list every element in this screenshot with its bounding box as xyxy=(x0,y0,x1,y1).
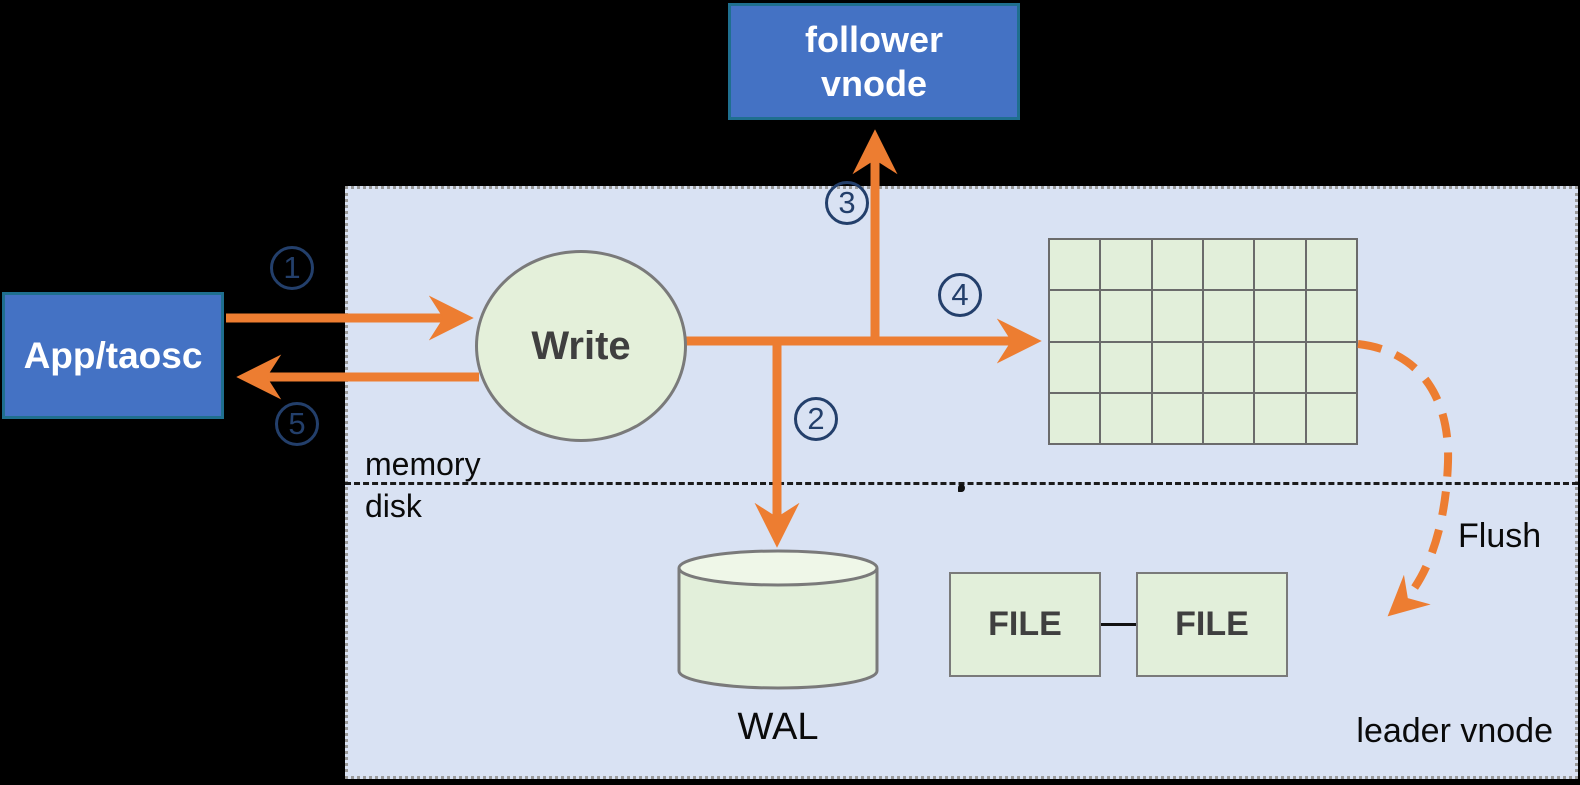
leader-vnode-label: leader vnode xyxy=(1356,712,1553,750)
memtable-grid-cell xyxy=(1255,291,1305,341)
memtable-grid-cell xyxy=(1101,393,1151,443)
step-badge-4: 4 xyxy=(938,273,982,317)
follower-vnode-label: follower vnode xyxy=(804,18,943,104)
memtable-grid-cell xyxy=(1203,342,1254,392)
memtable-grid-cell xyxy=(1050,342,1100,392)
disk-label: disk xyxy=(365,488,422,524)
write-circle: Write xyxy=(475,250,687,442)
file-box-2-label: FILE xyxy=(1175,605,1249,643)
memtable-grid-cell xyxy=(1152,342,1202,392)
step-badge-3: 3 xyxy=(825,181,869,225)
step-badge-2: 2 xyxy=(794,397,838,441)
wal-label: WAL xyxy=(737,706,819,748)
memtable-grid-cell xyxy=(1255,393,1305,443)
step-badge-5: 5 xyxy=(275,402,319,446)
memory-disk-divider xyxy=(345,482,1578,485)
file-box-1: FILE xyxy=(949,572,1101,677)
memtable-grid-cell xyxy=(1306,393,1356,443)
memtable-grid-cell xyxy=(1203,393,1254,443)
memtable-grid-cell xyxy=(1152,240,1202,290)
memtable-grid-cell xyxy=(1152,393,1202,443)
memtable-grid-cell xyxy=(1306,291,1356,341)
memtable-grid-cell xyxy=(1101,291,1151,341)
file-connector-line xyxy=(1100,623,1138,626)
app-taosc-label: App/taosc xyxy=(23,334,203,376)
write-label: Write xyxy=(531,323,631,368)
memtable-grid-cell xyxy=(1203,240,1254,290)
memtable-grid xyxy=(1048,238,1358,445)
memtable-grid-cell xyxy=(1203,291,1254,341)
stray-mark xyxy=(958,484,965,492)
memtable-grid-cell xyxy=(1050,240,1100,290)
file-box-1-label: FILE xyxy=(988,605,1062,643)
memtable-grid-cell xyxy=(1050,393,1100,443)
memtable-grid-cell xyxy=(1050,291,1100,341)
memtable-grid-cell xyxy=(1255,240,1305,290)
memtable-grid-cell xyxy=(1306,240,1356,290)
memtable-grid-cell xyxy=(1101,342,1151,392)
step-badge-1: 1 xyxy=(270,246,314,290)
memory-label: memory xyxy=(365,446,481,482)
memtable-grid-cell xyxy=(1306,342,1356,392)
memtable-grid-cell xyxy=(1101,240,1151,290)
file-box-2: FILE xyxy=(1136,572,1288,677)
follower-vnode-box: follower vnode xyxy=(728,3,1020,120)
memtable-grid-cell xyxy=(1152,291,1202,341)
app-taosc-box: App/taosc xyxy=(2,292,224,419)
memtable-grid-cell xyxy=(1255,342,1305,392)
flush-label: Flush xyxy=(1458,517,1542,555)
